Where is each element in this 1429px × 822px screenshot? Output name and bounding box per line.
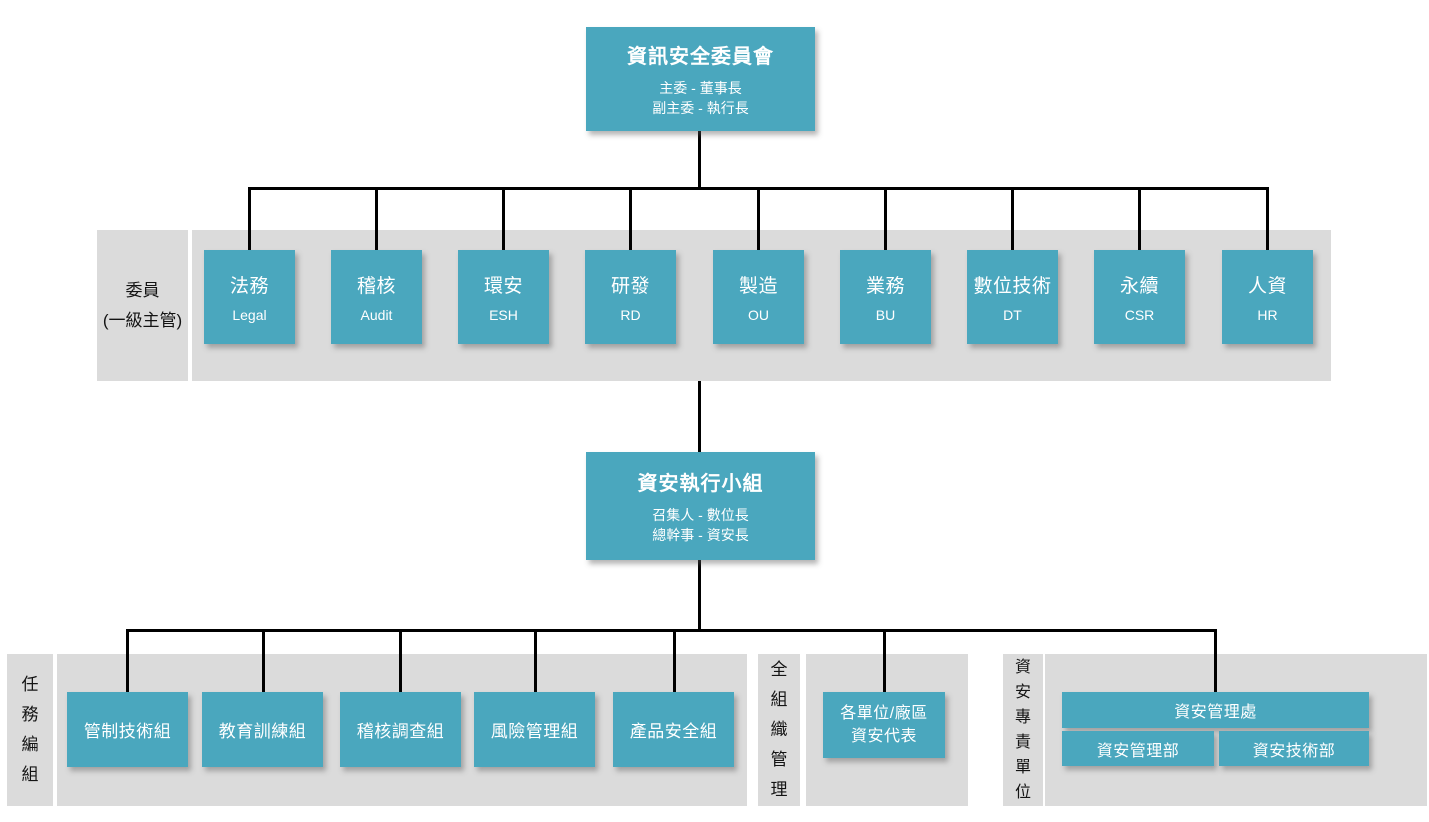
member-en: Audit [360,307,393,323]
node-subtitle: 召集人 - 數位長 總幹事 - 資安長 [652,505,748,546]
connector-drop-hr [1266,187,1269,251]
node-title: 資訊安全委員會 [627,45,774,68]
team-product-security: 產品安全組 [613,692,734,767]
reps-line1: 各單位/廠區 [840,704,928,722]
member-en: DT [1003,307,1022,323]
connector-drop-team3 [399,629,402,692]
member-audit: 稽核 Audit [331,250,422,344]
member-zh: 人資 [1247,276,1287,297]
team-control-tech: 管制技術組 [67,692,188,767]
member-esh: 環安 ESH [458,250,549,344]
team-audit-investigation: 稽核調查組 [340,692,461,767]
node-subtitle: 主委 - 董事長 副主委 - 執行長 [652,78,748,119]
member-en: RD [620,307,641,323]
member-zh: 業務 [865,276,905,297]
member-en: ESH [489,307,518,323]
reps-line2: 資安代表 [850,728,917,745]
connector-drop-rd [629,187,632,251]
convener-line: 召集人 - 數位長 [652,506,749,523]
box-security-management-dept: 資安管理部 [1062,731,1214,766]
task-group-label: 任 務 編 組 [7,654,53,806]
member-zh: 數位技術 [973,276,1052,297]
connector-drop-esh [502,187,505,251]
member-en: BU [875,307,896,323]
node-security-exec-team: 資安執行小組 召集人 - 數位長 總幹事 - 資安長 [586,452,815,560]
node-title: 資安執行小組 [637,472,764,495]
connector-drop-ou [757,187,760,251]
committee-row-label-line1: 委員 [125,280,160,300]
secretary-line: 總幹事 - 資安長 [652,527,749,543]
member-legal: 法務 Legal [204,250,295,344]
connector-band-to-exec [698,381,701,452]
member-zh: 法務 [229,276,269,297]
connector-drop-dt [1011,187,1014,251]
committee-row-label-line2: (一級主管) [102,310,183,330]
member-en: HR [1257,307,1278,323]
team-education-training: 教育訓練組 [202,692,323,767]
connector-drop-dept [1214,629,1217,692]
connector-drop-reps [883,629,886,692]
team-risk-management: 風險管理組 [474,692,595,767]
connector-drop-team2 [262,629,265,692]
member-ou: 製造 OU [713,250,804,344]
member-en: Legal [232,307,267,323]
chairman-line: 主委 - 董事長 [659,79,742,96]
member-zh: 製造 [738,276,778,297]
connector-drop-audit [375,187,378,251]
org-wide-label: 全 組 織 管 理 [758,654,800,806]
member-zh: 環安 [483,276,523,297]
dedicated-unit-band [1045,654,1427,806]
node-info-security-committee: 資訊安全委員會 主委 - 董事長 副主委 - 執行長 [586,27,815,131]
vice-chairman-line: 副主委 - 執行長 [652,100,749,116]
connector-drop-bu [884,187,887,251]
connector-drop-csr [1138,187,1141,251]
member-zh: 稽核 [356,276,396,297]
dedicated-unit-label: 資 安 專 責 單 位 [1003,654,1043,806]
connector-exec-vertical [698,560,701,630]
connector-drop-team5 [673,629,676,692]
member-bu: 業務 BU [840,250,931,344]
member-dt: 數位技術 DT [967,250,1058,344]
connector-drop-team1 [126,629,129,692]
member-en: CSR [1124,307,1155,323]
connector-bottom-horizontal [126,629,1217,632]
connector-top-vertical [698,131,701,189]
member-rd: 研發 RD [585,250,676,344]
box-security-management-division: 資安管理處 [1062,692,1369,728]
member-en: OU [748,307,769,323]
committee-row-label: 委員 (一級主管) [97,230,188,381]
member-csr: 永續 CSR [1094,250,1185,344]
member-hr: 人資 HR [1222,250,1313,344]
member-zh: 永續 [1119,276,1159,297]
member-zh: 研發 [610,276,650,297]
box-unit-site-reps: 各單位/廠區 資安代表 [823,692,945,758]
connector-drop-legal [248,187,251,251]
box-security-tech-dept: 資安技術部 [1219,731,1369,766]
connector-drop-team4 [534,629,537,692]
